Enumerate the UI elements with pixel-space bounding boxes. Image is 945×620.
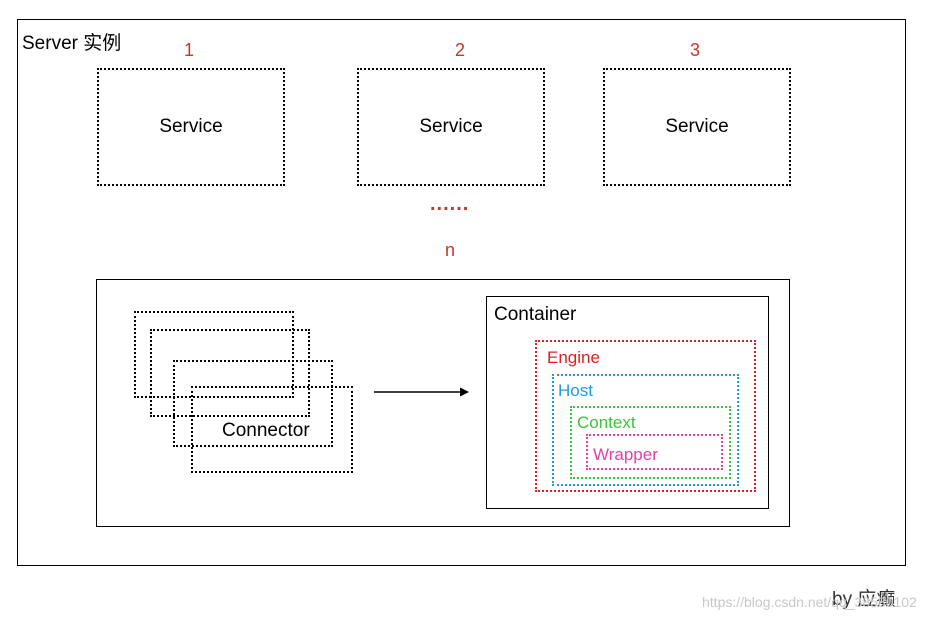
engine-box xyxy=(535,340,756,492)
service-box-2: Service xyxy=(357,68,545,186)
connector-label: Connector xyxy=(222,420,310,441)
wrapper-box xyxy=(586,434,723,470)
service-count-n: n xyxy=(445,240,456,260)
connector-box-4 xyxy=(191,386,353,473)
service-number-2: 2 xyxy=(455,40,466,60)
connector-box-3 xyxy=(173,360,333,447)
service-number-3: 3 xyxy=(690,40,701,60)
host-label: Host xyxy=(558,381,593,400)
context-label: Context xyxy=(577,413,636,432)
watermark-url: https://blog.csdn.net/qq_38580102 xyxy=(702,594,917,610)
service-box-1: Service xyxy=(97,68,285,186)
container-label: Container xyxy=(494,304,577,325)
engine-label: Engine xyxy=(547,348,600,367)
server-instance-box xyxy=(17,19,906,566)
host-box xyxy=(552,374,739,486)
more-services-ellipsis: ...... xyxy=(430,193,470,215)
server-title: Server 实例 xyxy=(22,33,122,54)
connector-box-2 xyxy=(150,329,310,417)
service-label: Service xyxy=(419,116,483,137)
service-box-3: Service xyxy=(603,68,791,186)
author-credit: by 应癫 xyxy=(832,589,896,610)
connector-box-1 xyxy=(134,311,294,398)
wrapper-label: Wrapper xyxy=(593,445,658,464)
container-box xyxy=(486,296,769,509)
context-box xyxy=(570,406,731,479)
service-number-1: 1 xyxy=(184,40,195,60)
service-detail-box xyxy=(96,279,790,527)
service-label: Service xyxy=(159,116,223,137)
arrow-icon xyxy=(374,387,469,397)
service-label: Service xyxy=(665,116,729,137)
